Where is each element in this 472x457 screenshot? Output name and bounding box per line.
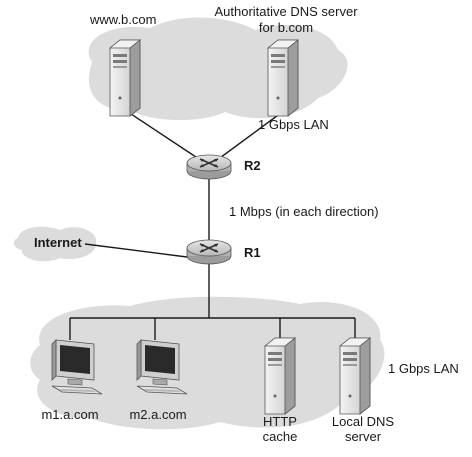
auth-dns-label-line2: for b.com xyxy=(258,20,314,35)
http-cache-label-line1: HTTP xyxy=(263,414,297,429)
router-icon xyxy=(186,239,232,265)
server-icon xyxy=(264,337,296,415)
www-b-label: www.b.com xyxy=(90,12,157,27)
links xyxy=(69,109,356,340)
link-auth-r2 xyxy=(212,109,286,164)
server-icon xyxy=(109,39,141,117)
server-icon xyxy=(339,337,371,415)
local-dns-label-line1: Local DNS xyxy=(331,414,395,429)
local-dns-label-line2: server xyxy=(344,429,382,444)
http-cache-label-line2: cache xyxy=(262,429,298,444)
link-internet-r1 xyxy=(84,243,188,258)
internet-cloud-shape xyxy=(13,226,97,262)
m1-label: m1.a.com xyxy=(41,407,99,422)
m2-label: m2.a.com xyxy=(129,407,187,422)
r1-label: R1 xyxy=(244,245,261,260)
access-link-label: 1 Mbps (in each direction) xyxy=(229,204,379,219)
internet-label: Internet xyxy=(34,235,82,250)
r2-label: R2 xyxy=(244,158,261,173)
server-icon xyxy=(267,39,299,117)
auth-dns-label-line1: Authoritative DNS server xyxy=(214,4,358,19)
router-icon xyxy=(186,154,232,180)
top-lan-label: 1 Gbps LAN xyxy=(258,117,329,132)
bottom-cloud-shape xyxy=(30,296,385,430)
bottom-lan-label: 1 Gbps LAN xyxy=(388,361,459,376)
link-www-r2 xyxy=(124,109,206,164)
